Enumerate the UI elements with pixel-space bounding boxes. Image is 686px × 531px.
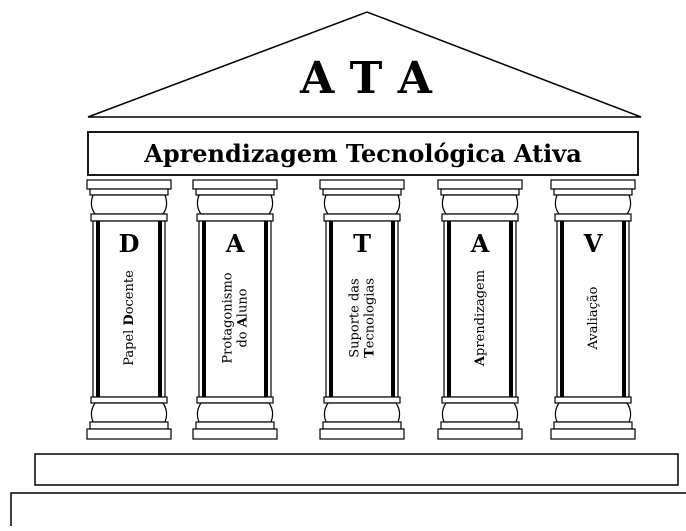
pillar-base <box>192 396 278 440</box>
pillar-label: Papel Docente <box>122 270 137 366</box>
pillar-label: Aprendizagem <box>473 270 488 367</box>
pillar-capital <box>319 179 405 222</box>
pillar-shaft-edge-right <box>509 221 513 397</box>
label-initial: D <box>122 314 137 325</box>
pillar-letter: V <box>583 229 603 258</box>
pillar-shaft-edge-right <box>264 221 268 397</box>
label-initial: A <box>473 355 488 367</box>
label-text: Papel <box>122 326 137 366</box>
pillar-base <box>319 396 405 440</box>
pillar-letter: D <box>119 229 140 258</box>
pillar-base <box>86 396 172 440</box>
pillar-label-line: do Aluno <box>236 288 251 347</box>
pillar-capital <box>550 179 636 222</box>
pillar-shaft <box>198 220 272 398</box>
pillar-label-line: Aprendizagem <box>473 270 488 367</box>
beam <box>87 131 639 176</box>
pillar-shaft-edge-right <box>622 221 626 397</box>
pillar-shaft-edge-left <box>560 221 564 397</box>
pillar-label-line: Avaliação <box>586 286 601 350</box>
base-step-lower <box>10 492 686 531</box>
pillar-label-line: Protagonismo <box>221 272 236 363</box>
label-text: ocente <box>122 270 137 314</box>
pillar-label-line: Tecnologias <box>363 278 378 358</box>
label-text: Suporte das <box>348 278 363 357</box>
label-text: ecnologias <box>363 278 378 348</box>
base-step-upper <box>34 453 679 486</box>
pillar-capital <box>192 179 278 222</box>
pillar-label: Avaliação <box>586 286 601 350</box>
pillar-shaft-edge-left <box>447 221 451 397</box>
pillar-capital <box>437 179 523 222</box>
pillar-letter: T <box>353 229 371 258</box>
pillar-5: V Avaliação <box>550 179 636 440</box>
label-text: Protagonismo <box>221 272 236 363</box>
pillar-capital <box>86 179 172 222</box>
roof-pediment <box>87 11 642 118</box>
beam-label: Aprendizagem Tecnológica Ativa <box>143 139 582 168</box>
pillar-letter: A <box>470 229 490 258</box>
pillar-label: Protagonismodo Aluno <box>221 272 251 363</box>
label-text: do <box>236 327 251 347</box>
pillar-label-line: Suporte das <box>348 278 363 357</box>
label-text: Avaliação <box>586 286 601 350</box>
pillar-letter: A <box>225 229 245 258</box>
pillar-label-line: Papel Docente <box>122 270 137 366</box>
label-initial: T <box>363 348 378 358</box>
pillar-base <box>550 396 636 440</box>
label-text: prendizagem <box>473 270 488 356</box>
pillar-shaft <box>325 220 399 398</box>
pillar-shaft-edge-left <box>329 221 333 397</box>
pillar-shaft <box>556 220 630 398</box>
pillar-shaft-edge-left <box>202 221 206 397</box>
pillar-shaft-edge-right <box>391 221 395 397</box>
pillar-shaft <box>92 220 166 398</box>
pillar-shaft-edge-right <box>158 221 162 397</box>
pillar-base <box>437 396 523 440</box>
roof-title: A T A <box>299 53 433 104</box>
label-text: luno <box>236 288 251 317</box>
label-initial: A <box>236 316 251 328</box>
pillar-shaft-edge-left <box>96 221 100 397</box>
pillar-label: Suporte dasTecnologias <box>348 278 378 358</box>
